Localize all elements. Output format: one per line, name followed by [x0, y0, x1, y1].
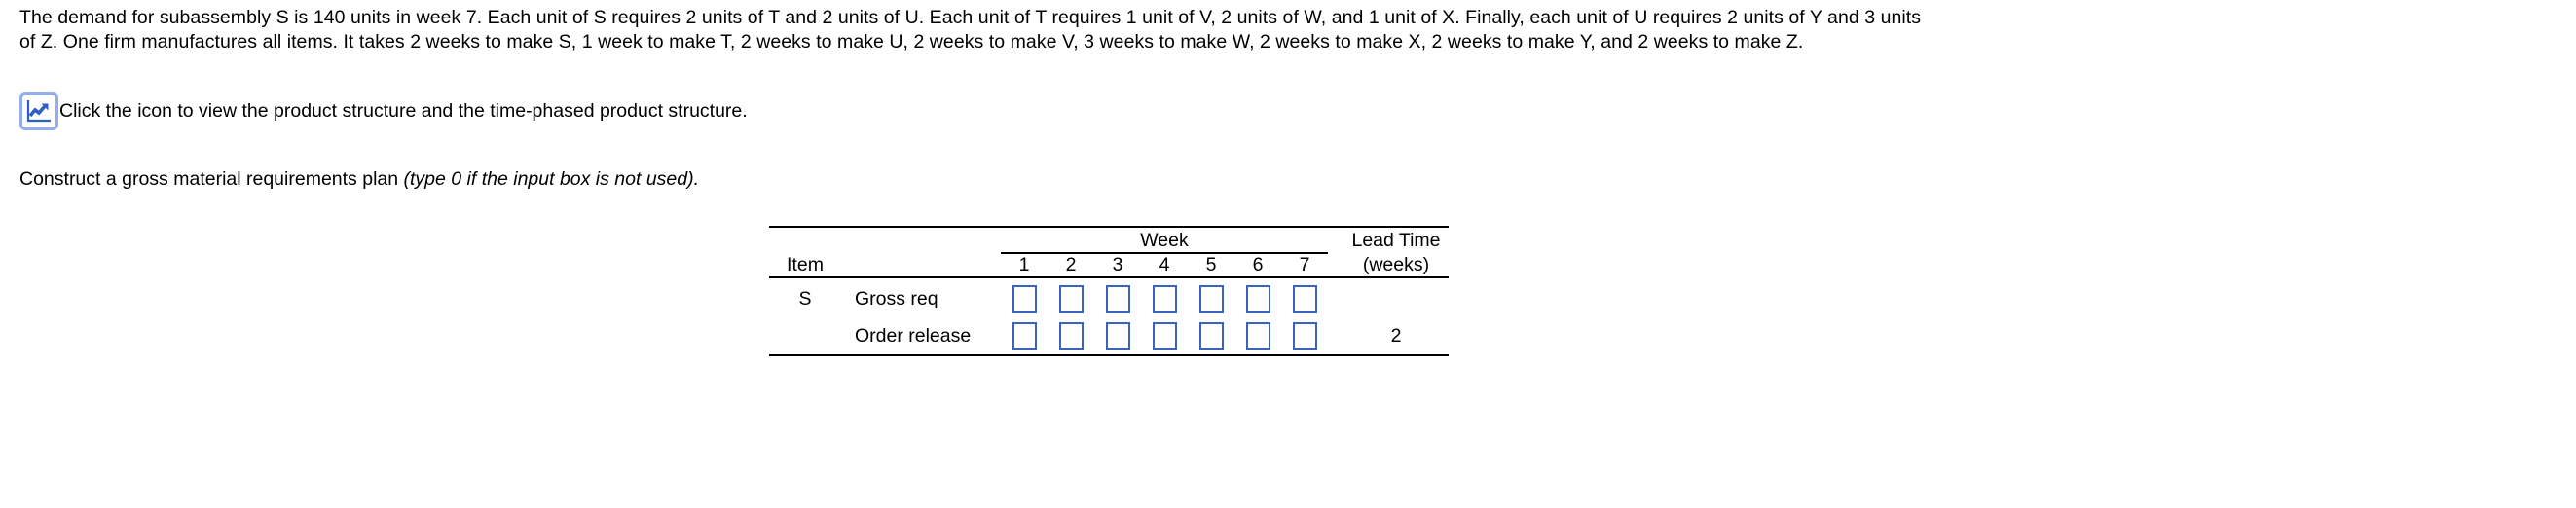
- construct-instruction: Construct a gross material requirements …: [19, 167, 699, 192]
- cell-order-release-week-4[interactable]: [1141, 317, 1188, 355]
- table-mid-rule: [769, 276, 1449, 280]
- cell-gross-req-week-1[interactable]: [1001, 280, 1048, 317]
- input-order-release-week-2[interactable]: [1058, 321, 1084, 350]
- cell-order-release-week-3[interactable]: [1094, 317, 1141, 355]
- input-order-release-week-3[interactable]: [1105, 321, 1130, 350]
- week-header-7: 7: [1299, 254, 1310, 275]
- lead-time-label: Lead Time: [1351, 230, 1441, 251]
- week-header-4: 4: [1159, 254, 1170, 275]
- cell-gross-req-week-6[interactable]: [1234, 280, 1281, 317]
- gross-material-requirements-table: Week Lead Time Item 1 2 3 4 5 6 7 (weeks…: [769, 226, 1449, 358]
- week-header-6: 6: [1252, 254, 1264, 275]
- row-item-letter: [769, 317, 841, 355]
- cell-order-release-week-7[interactable]: [1281, 317, 1328, 355]
- table-row: S Gross req: [769, 280, 1449, 317]
- lead-time-value-order-release: 2: [1390, 324, 1402, 346]
- table-top-rule: [769, 226, 1449, 230]
- icon-caption: Click the icon to view the product struc…: [59, 100, 748, 122]
- week-header-3: 3: [1112, 254, 1123, 275]
- problem-line-1: The demand for subassembly S is 140 unit…: [19, 7, 1922, 28]
- input-order-release-week-5[interactable]: [1198, 321, 1224, 350]
- product-structure-icon-row: Click the icon to view the product struc…: [19, 92, 748, 130]
- construct-hint: (type 0 if the input box is not used).: [403, 168, 700, 190]
- table-column-header-row: Item 1 2 3 4 5 6 7 (weeks): [769, 253, 1449, 277]
- cell-gross-req-week-7[interactable]: [1281, 280, 1328, 317]
- week-header-5: 5: [1205, 254, 1217, 275]
- input-order-release-week-7[interactable]: [1292, 321, 1317, 350]
- problem-line-2: of Z. One firm manufactures all items. I…: [19, 31, 1804, 53]
- problem-statement: The demand for subassembly S is 140 unit…: [19, 6, 2570, 54]
- chart-trend-icon: [25, 98, 53, 125]
- input-gross-req-week-5[interactable]: [1198, 284, 1224, 313]
- input-gross-req-week-6[interactable]: [1245, 284, 1270, 313]
- input-order-release-week-6[interactable]: [1245, 321, 1270, 350]
- input-gross-req-week-2[interactable]: [1058, 284, 1084, 313]
- chart-trend-icon-button[interactable]: [19, 92, 58, 130]
- item-header: Item: [787, 253, 824, 275]
- input-order-release-week-1[interactable]: [1012, 321, 1037, 350]
- cell-order-release-week-5[interactable]: [1188, 317, 1234, 355]
- table-row: Order release 2: [769, 317, 1449, 355]
- cell-gross-req-week-5[interactable]: [1188, 280, 1234, 317]
- row-description: Gross req: [855, 287, 938, 309]
- input-order-release-week-4[interactable]: [1152, 321, 1177, 350]
- table-group-header-row: Week Lead Time: [769, 230, 1449, 252]
- week-header-2: 2: [1065, 254, 1077, 275]
- cell-order-release-week-1[interactable]: [1001, 317, 1048, 355]
- table-bottom-rule: [769, 354, 1449, 358]
- lead-time-value-gross-req: [1343, 280, 1449, 317]
- row-description: Order release: [855, 324, 972, 346]
- row-item-letter: S: [798, 287, 812, 309]
- input-gross-req-week-1[interactable]: [1012, 284, 1037, 313]
- cell-gross-req-week-4[interactable]: [1141, 280, 1188, 317]
- construct-text: Construct a gross material requirements …: [19, 168, 404, 190]
- cell-gross-req-week-3[interactable]: [1094, 280, 1141, 317]
- lead-time-unit: (weeks): [1362, 253, 1430, 275]
- week-group-label: Week: [1140, 230, 1189, 251]
- week-header-1: 1: [1018, 254, 1030, 275]
- cell-order-release-week-2[interactable]: [1048, 317, 1094, 355]
- cell-gross-req-week-2[interactable]: [1048, 280, 1094, 317]
- input-gross-req-week-3[interactable]: [1105, 284, 1130, 313]
- input-gross-req-week-4[interactable]: [1152, 284, 1177, 313]
- cell-order-release-week-6[interactable]: [1234, 317, 1281, 355]
- input-gross-req-week-7[interactable]: [1292, 284, 1317, 313]
